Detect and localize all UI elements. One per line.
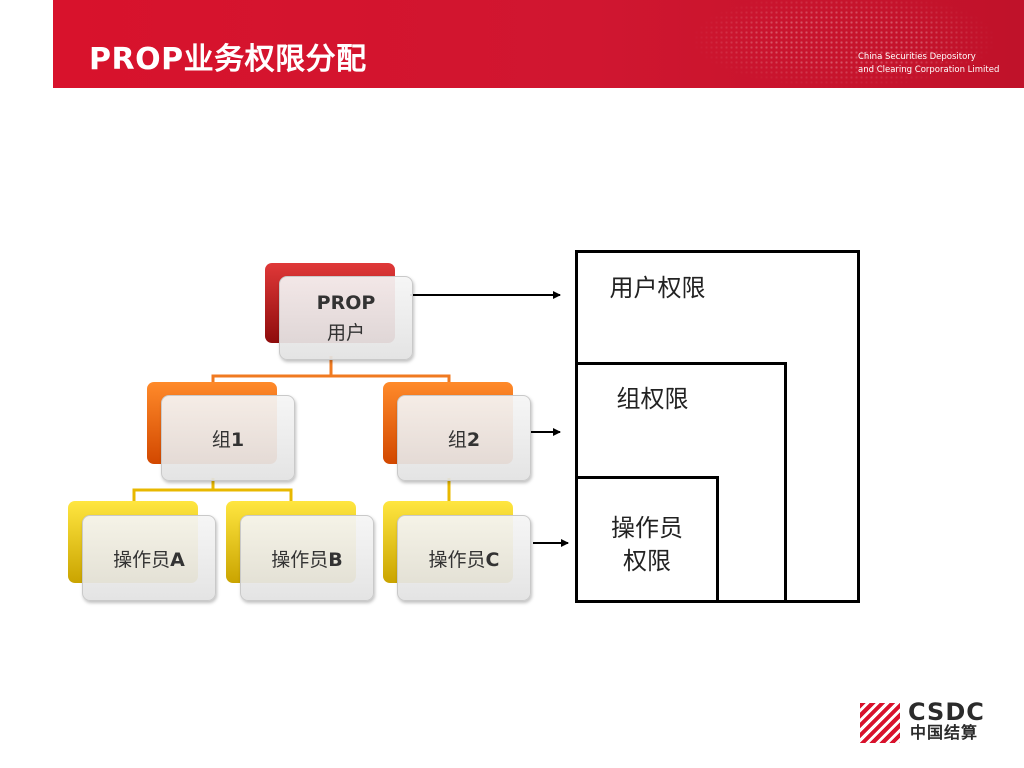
org-name: China Securities Depository and Clearing… bbox=[858, 51, 999, 77]
node-group-1: 组1 bbox=[147, 382, 295, 481]
header-banner: PROP业务权限分配 China Securities Depository a… bbox=[53, 0, 1024, 88]
node-prop-user-line1: PROP bbox=[316, 291, 376, 314]
node-operator-a-label: 操作员A bbox=[113, 548, 185, 571]
node-group-1-label: 组1 bbox=[211, 428, 245, 451]
node-group-2: 组2 bbox=[383, 382, 531, 481]
operator-permission-label-line2: 权限 bbox=[623, 547, 671, 575]
node-group-1-card: 组1 bbox=[161, 395, 295, 481]
node-operator-c: 操作员C bbox=[383, 501, 531, 601]
org-name-line1: China Securities Depository bbox=[858, 52, 976, 62]
org-name-line2: and Clearing Corporation Limited bbox=[858, 65, 1000, 75]
operator-permission-label: 操作员 权限 bbox=[578, 512, 716, 578]
node-operator-a-card: 操作员A bbox=[82, 515, 216, 601]
csdc-logo-chinese: 中国结算 bbox=[910, 723, 979, 742]
group-permission-label: 组权限 bbox=[616, 385, 689, 413]
user-permission-label: 用户权限 bbox=[609, 274, 706, 302]
node-group-2-card: 组2 bbox=[397, 395, 531, 481]
world-map-pattern bbox=[694, 0, 994, 88]
page-title: PROP业务权限分配 bbox=[89, 42, 367, 77]
node-prop-user-card: PROP 用户 bbox=[279, 276, 413, 360]
node-prop-user-line2: 用户 bbox=[326, 321, 365, 344]
node-operator-c-label: 操作员C bbox=[428, 548, 500, 571]
node-prop-user: PROP 用户 bbox=[265, 263, 413, 360]
csdc-logo-icon bbox=[860, 703, 900, 743]
operator-permission-label-line1: 操作员 bbox=[611, 514, 683, 542]
operator-permission-box bbox=[575, 476, 719, 603]
node-operator-b: 操作员B bbox=[226, 501, 374, 601]
node-group-2-label: 组2 bbox=[447, 428, 481, 451]
node-operator-a: 操作员A bbox=[68, 501, 216, 601]
csdc-logo-text: CSDC bbox=[908, 698, 985, 726]
group1-to-operators-connector bbox=[132, 478, 293, 503]
node-operator-c-card: 操作员C bbox=[397, 515, 531, 601]
node-operator-b-label: 操作员B bbox=[271, 548, 343, 571]
node-operator-b-card: 操作员B bbox=[240, 515, 374, 601]
